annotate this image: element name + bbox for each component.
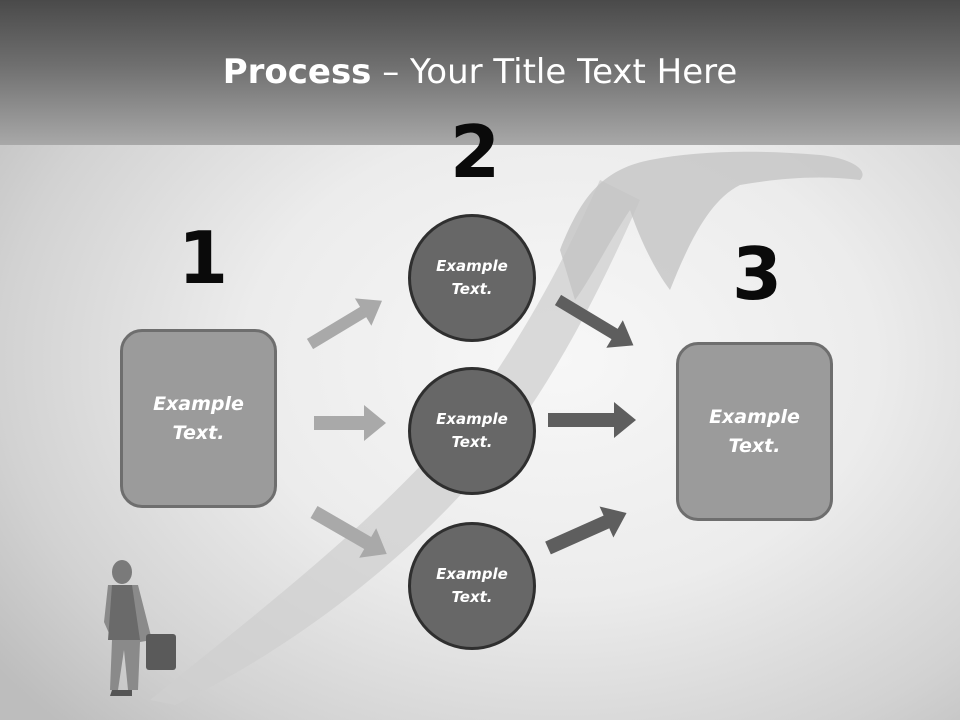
step-2-circle-1-text: Example Text. xyxy=(436,257,508,298)
bird-shadow xyxy=(560,151,863,300)
step-1-box: Example Text. xyxy=(120,329,277,508)
title-rest: – Your Title Text Here xyxy=(371,52,738,92)
title-bold: Process xyxy=(222,52,372,92)
arrow-1-to-2c xyxy=(310,505,387,558)
step-1-text: Example Text. xyxy=(153,392,244,444)
step-2-number: 2 xyxy=(450,110,501,194)
step-2-circle-3: Example Text. xyxy=(408,522,536,650)
step-2-circle-3-text: Example Text. xyxy=(436,565,508,606)
arrow-1-to-2b xyxy=(314,405,386,441)
arrow-2a-to-3 xyxy=(554,294,634,348)
arrow-2b-to-3 xyxy=(548,402,636,438)
slide-title: Process – Your Title Text Here xyxy=(0,52,960,92)
step-2-circle-1: Example Text. xyxy=(408,214,536,342)
arrow-2c-to-3 xyxy=(545,506,627,555)
step-3-number: 3 xyxy=(732,232,783,316)
step-2-circle-2: Example Text. xyxy=(408,367,536,495)
title-bar: Process – Your Title Text Here xyxy=(0,0,960,145)
step-1-number: 1 xyxy=(178,216,229,300)
step-3-box: Example Text. xyxy=(676,342,833,521)
arrow-1-to-2a xyxy=(306,298,383,350)
businessman-figure xyxy=(104,560,176,696)
arrows-to-step-3 xyxy=(545,294,636,555)
step-2-circle-2-text: Example Text. xyxy=(436,410,508,451)
step-3-text: Example Text. xyxy=(709,405,800,457)
arrows-from-step-1 xyxy=(306,298,387,558)
